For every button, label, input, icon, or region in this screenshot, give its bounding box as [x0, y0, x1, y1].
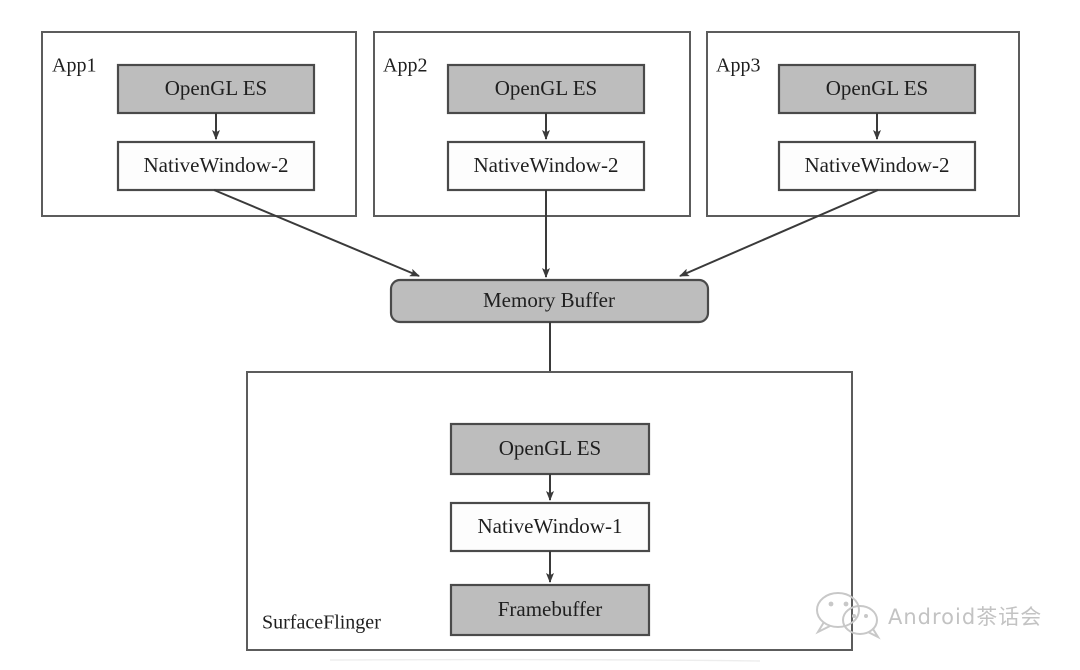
app-group-app1[interactable]: App1 OpenGL ES NativeWindow-2	[41, 31, 357, 217]
app2-opengl-es-box[interactable]	[446, 63, 646, 115]
app-group-app3[interactable]: App3 OpenGL ES NativeWindow-2	[706, 31, 1020, 217]
surfaceflinger-group[interactable]: OpenGL ES NativeWindow-1 Framebuffer Sur…	[246, 371, 853, 651]
watermark: Android茶话会	[815, 592, 1042, 640]
app-group-app2[interactable]: App2 OpenGL ES NativeWindow-2	[373, 31, 691, 217]
connectors-to-memory-buffer	[213, 189, 879, 278]
surfaceflinger-opengl-es-label: OpenGL ES	[499, 436, 601, 460]
watermark-label: Android茶话会	[888, 605, 1042, 629]
surfaceflinger-nativewindow1-box[interactable]	[449, 501, 651, 553]
wechat-bubble-icon	[815, 592, 881, 640]
app1-label: App1	[52, 55, 96, 77]
memory-buffer-node[interactable]: Memory Buffer	[389, 278, 710, 324]
app3-opengl-es-box[interactable]	[777, 63, 977, 115]
app3-opengl-es-label: OpenGL ES	[826, 76, 928, 100]
app3-nativewindow-label: NativeWindow-2	[805, 153, 950, 177]
app1-nativewindow-label: NativeWindow-2	[144, 153, 289, 177]
app1-nativewindow-box[interactable]	[116, 140, 316, 192]
app2-opengl-es-label: OpenGL ES	[495, 76, 597, 100]
surfaceflinger-framebuffer-label: Framebuffer	[498, 597, 603, 621]
app2-nativewindow-label: NativeWindow-2	[474, 153, 619, 177]
app1-opengl-es-label: OpenGL ES	[165, 76, 267, 100]
arrow-app3-to-memory-buffer	[679, 189, 879, 277]
surfaceflinger-nativewindow1-label: NativeWindow-1	[478, 514, 623, 538]
app3-label: App3	[716, 55, 760, 77]
app2-label: App2	[383, 55, 427, 77]
app2-nativewindow-box[interactable]	[446, 140, 646, 192]
surfaceflinger-opengl-es-box[interactable]	[449, 422, 651, 476]
arrow-app1-to-memory-buffer	[213, 189, 420, 277]
surfaceflinger-framebuffer-box[interactable]	[449, 583, 651, 637]
memory-buffer-label: Memory Buffer	[483, 288, 615, 312]
surfaceflinger-label: SurfaceFlinger	[262, 612, 381, 634]
